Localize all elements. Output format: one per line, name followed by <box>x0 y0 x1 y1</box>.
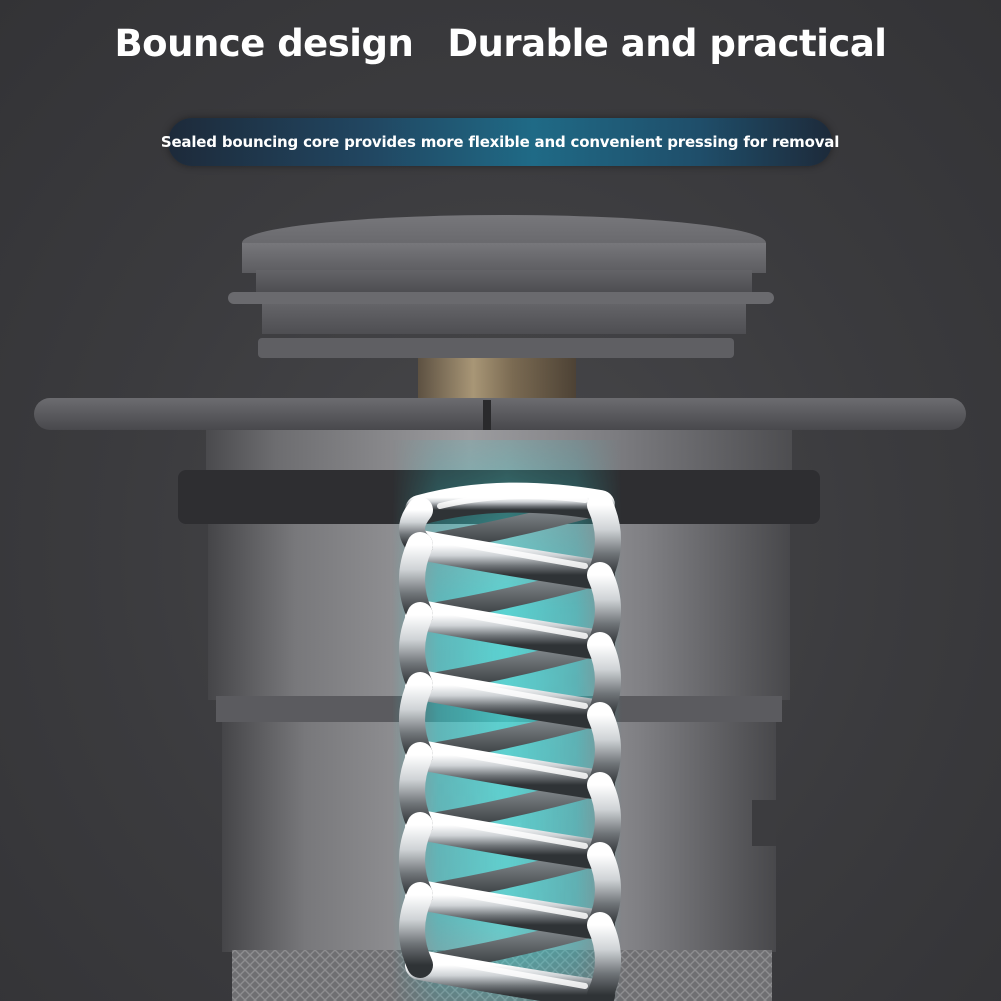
headline: Bounce design Durable and practical <box>0 22 1001 65</box>
stopper-cap <box>228 215 774 358</box>
drain-flange <box>34 398 966 430</box>
feature-pill-text: Sealed bouncing core provides more flexi… <box>160 133 840 151</box>
headline-right: Durable and practical <box>447 22 887 65</box>
headline-left: Bounce design <box>114 22 414 65</box>
brass-stem <box>418 358 576 402</box>
feature-pill: Sealed bouncing core provides more flexi… <box>161 118 839 166</box>
spring-coils <box>399 482 621 1001</box>
